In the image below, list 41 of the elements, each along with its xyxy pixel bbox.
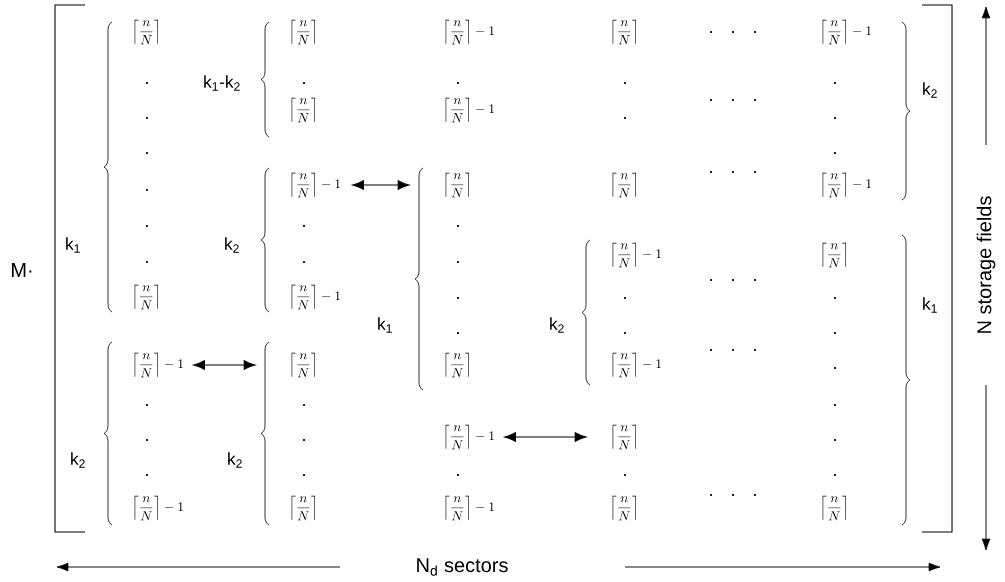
matrix-entry: $\left\lceil\frac{n}{N}\right\rceil$ <box>822 495 847 521</box>
brace-label: k$_{1}$-k$_{2}$ <box>204 75 240 91</box>
matrix-entry: $\left\lceil\frac{n}{N}\right\rceil$ <box>291 495 316 521</box>
brace-label: k$_{1}$ <box>923 297 937 313</box>
matrix-entry: $\left\lceil\frac{n}{N}\right\rceil - 1$ <box>612 242 661 268</box>
brace-label: k$_{1}$ <box>378 317 392 333</box>
axis-label: N storage fields <box>976 196 996 333</box>
brace-label: k$_{2}$ <box>225 237 239 253</box>
matrix-entry: $\left\lceil\frac{n}{N}\right\rceil - 1$ <box>445 97 494 123</box>
brace-label: k$_{2}$ <box>550 317 564 333</box>
matrix-entry: $\left\lceil\frac{n}{N}\right\rceil$ <box>445 172 470 198</box>
scalar-factor: M· <box>11 263 32 277</box>
matrix-entry: $\left\lceil\frac{n}{N}\right\rceil - 1$ <box>445 424 494 450</box>
brace-label: k$_{1}$ <box>66 237 80 253</box>
arrow <box>193 360 256 370</box>
matrix-entry: $\left\lceil\frac{n}{N}\right\rceil - 1$ <box>822 172 871 198</box>
matrix-entry: $\left\lceil\frac{n}{N}\right\rceil - 1$ <box>134 352 183 378</box>
arrow <box>504 432 587 442</box>
matrix-entry: $\left\lceil\frac{n}{N}\right\rceil$ <box>612 172 637 198</box>
arrow <box>352 180 410 190</box>
brace-label: k$_{2}$ <box>923 82 937 98</box>
matrix-entry: $\left\lceil\frac{n}{N}\right\rceil$ <box>612 495 637 521</box>
matrix-entry: $\left\lceil\frac{n}{N}\right\rceil - 1$ <box>291 172 340 198</box>
matrix-entry: $\left\lceil\frac{n}{N}\right\rceil - 1$ <box>134 495 183 521</box>
matrix-entry: $\left\lceil\frac{n}{N}\right\rceil$ <box>445 352 470 378</box>
brace-label: k$_{2}$ <box>228 452 242 468</box>
matrix-entry: $\left\lceil\frac{n}{N}\right\rceil$ <box>291 97 316 123</box>
matrix-entry: $\left\lceil\frac{n}{N}\right\rceil - 1$ <box>822 19 871 45</box>
matrix-entry: $\left\lceil\frac{n}{N}\right\rceil - 1$ <box>445 19 494 45</box>
matrix-entry: $\left\lceil\frac{n}{N}\right\rceil$ <box>134 284 158 310</box>
matrix-entry: $\left\lceil\frac{n}{N}\right\rceil$ <box>134 19 158 45</box>
matrix-entry: $\left\lceil\frac{n}{N}\right\rceil$ <box>291 19 316 45</box>
brace-label: k$_{2}$ <box>71 452 85 468</box>
matrix-entry: $\left\lceil\frac{n}{N}\right\rceil$ <box>822 242 847 268</box>
matrix-entry: $\left\lceil\frac{n}{N}\right\rceil$ <box>612 19 637 45</box>
axis-label: N$_{d}$ sectors <box>417 558 508 576</box>
matrix-entry: $\left\lceil\frac{n}{N}\right\rceil$ <box>612 424 637 450</box>
matrix-entry: $\left\lceil\frac{n}{N}\right\rceil - 1$ <box>291 284 340 310</box>
matrix-entry: $\left\lceil\frac{n}{N}\right\rceil$ <box>291 352 316 378</box>
matrix-entry: $\left\lceil\frac{n}{N}\right\rceil - 1$ <box>612 352 661 378</box>
matrix-entry: $\left\lceil\frac{n}{N}\right\rceil - 1$ <box>445 495 494 521</box>
